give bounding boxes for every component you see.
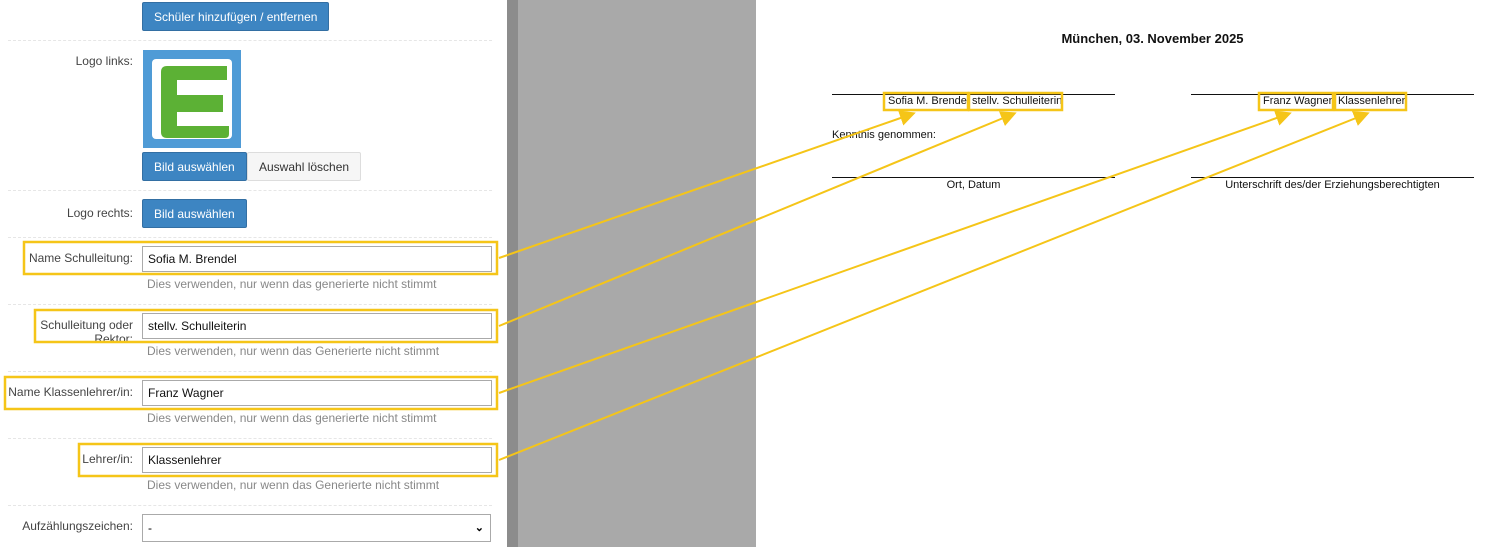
doc-teacher-name: Franz Wagner (1263, 95, 1333, 107)
place-date-caption: Ort, Datum (946, 179, 1001, 191)
divider (8, 237, 492, 238)
principal-role-input[interactable]: stellv. Schulleiterin (142, 313, 492, 339)
principal-name-label: Name Schulleitung: (28, 251, 133, 265)
select-logo-left-button[interactable]: Bild auswählen (142, 152, 247, 181)
logo-left-label: Logo links: (75, 54, 133, 68)
logo-right-label: Logo rechts: (66, 206, 133, 220)
settings-form: Schüler hinzufügen / entfernen Logo link… (0, 0, 507, 547)
acknowledged-text: Kenntnis genommen: (832, 129, 936, 141)
doc-principal-role: stellv. Schulleiterin (972, 95, 1063, 107)
guardian-signature-caption: Unterschrift des/der Erziehungsberechtig… (1225, 179, 1440, 191)
teacher-role-input[interactable]: Klassenlehrer (142, 447, 492, 473)
teacher-name-hint: Dies verwenden, nur wenn das generierte … (147, 411, 437, 425)
teacher-name-label: Name Klassenlehrer/in: (8, 385, 133, 399)
chevron-down-icon: ⌄ (474, 522, 484, 534)
clear-logo-left-button[interactable]: Auswahl löschen (247, 152, 362, 181)
divider (8, 40, 492, 41)
principal-name-input[interactable]: Sofia M. Brendel (142, 246, 492, 272)
bullet-select[interactable]: - ⌄ (142, 514, 491, 542)
divider (8, 438, 492, 439)
principal-role-label-overflow: Rektor: (94, 332, 133, 341)
divider (8, 190, 492, 191)
signature-line (832, 177, 1115, 178)
divider (8, 371, 492, 372)
divider (8, 505, 492, 506)
doc-teacher-role: Klassenlehrer (1338, 95, 1406, 107)
bullet-label: Aufzählungszeichen: (22, 519, 133, 533)
date-line: München, 03. November 2025 (1061, 31, 1244, 46)
select-logo-right-button[interactable]: Bild auswählen (142, 199, 247, 228)
principal-role-label: Schulleitung oder Rektor: (40, 318, 133, 333)
signature-line (1191, 94, 1474, 95)
signature-line (1191, 177, 1474, 178)
teacher-name-input[interactable]: Franz Wagner (142, 380, 492, 406)
add-remove-students-button[interactable]: Schüler hinzufügen / entfernen (142, 2, 330, 31)
principal-role-hint: Dies verwenden, nur wenn das Generierte … (147, 344, 440, 358)
logo-left-image (143, 50, 241, 148)
teacher-role-label: Lehrer/in: (82, 452, 133, 466)
doc-principal-name: Sofia M. Brendel (888, 95, 970, 107)
principal-name-hint: Dies verwenden, nur wenn das generierte … (147, 277, 437, 291)
divider (8, 304, 492, 305)
preview-background (518, 0, 756, 547)
splitter-handle[interactable] (507, 0, 518, 547)
bullet-select-value: - (148, 521, 152, 535)
teacher-role-hint: Dies verwenden, nur wenn das Generierte … (147, 478, 440, 492)
document-preview: München, 03. November 2025 Sofia M. Bren… (756, 0, 1501, 547)
